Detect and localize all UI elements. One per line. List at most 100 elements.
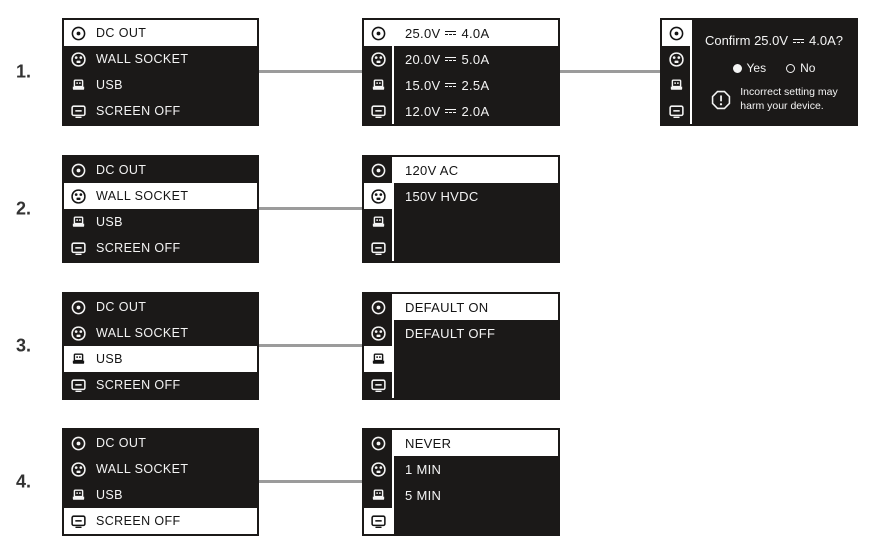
usb-icon bbox=[70, 487, 87, 504]
menu-item-screen-off[interactable]: SCREEN OFF bbox=[64, 235, 257, 261]
step-number: 4. bbox=[16, 471, 32, 492]
sidebar-tab-usb[interactable] bbox=[364, 209, 392, 235]
option-label: DEFAULT OFF bbox=[405, 325, 496, 341]
option-amp: 5.0A bbox=[461, 51, 490, 67]
menu-item-usb[interactable]: USB bbox=[64, 482, 257, 508]
sidebar-tab-usb[interactable] bbox=[364, 482, 392, 508]
radio-yes[interactable]: Yes bbox=[732, 61, 766, 75]
sidebar-tab-usb[interactable] bbox=[662, 72, 690, 98]
submenu-option[interactable]: 120V AC bbox=[394, 157, 558, 183]
dc-out-icon bbox=[70, 25, 87, 42]
submenu-option[interactable]: 5 MIN bbox=[394, 482, 558, 508]
sidebar-tab-screen-off[interactable] bbox=[364, 372, 392, 398]
submenu-option[interactable]: 15.0V 2.5A bbox=[394, 72, 558, 98]
usb-icon bbox=[370, 351, 387, 368]
screen-icon bbox=[70, 103, 87, 120]
menu-item-label: DC OUT bbox=[96, 163, 147, 177]
menu-item-label: DC OUT bbox=[96, 26, 147, 40]
usb-icon bbox=[70, 351, 87, 368]
sidebar-tab-screen-off[interactable] bbox=[364, 235, 392, 261]
sidebar-tab-dc-out[interactable] bbox=[364, 294, 392, 320]
sidebar-tab-wall-socket[interactable] bbox=[364, 46, 392, 72]
submenu-option[interactable]: 150V HVDC bbox=[394, 183, 558, 209]
menu-item-dc-out[interactable]: DC OUT bbox=[64, 294, 257, 320]
wall-socket-icon bbox=[70, 51, 87, 68]
submenu-option[interactable]: NEVER bbox=[394, 430, 558, 456]
sidebar-tab-dc-out[interactable] bbox=[364, 157, 392, 183]
menu-item-screen-off[interactable]: SCREEN OFF bbox=[64, 98, 257, 124]
usb-icon bbox=[370, 487, 387, 504]
icon-sidebar bbox=[662, 20, 690, 124]
option-amp: 2.5A bbox=[461, 77, 490, 93]
wall-socket-icon bbox=[370, 461, 387, 478]
dc-symbol-icon bbox=[445, 83, 457, 87]
screen-icon bbox=[70, 240, 87, 257]
confirm-title: Confirm 25.0V 4.0A? bbox=[705, 33, 843, 48]
menu-item-usb[interactable]: USB bbox=[64, 209, 257, 235]
sidebar-tab-wall-socket[interactable] bbox=[662, 46, 690, 72]
screen-icon bbox=[370, 377, 387, 394]
menu-item-label: SCREEN OFF bbox=[96, 378, 181, 392]
menu-item-label: SCREEN OFF bbox=[96, 514, 181, 528]
option-label: NEVER bbox=[405, 435, 452, 451]
menu-item-wall-socket[interactable]: WALL SOCKET bbox=[64, 320, 257, 346]
sidebar-tab-wall-socket[interactable] bbox=[364, 320, 392, 346]
wall-socket-icon bbox=[70, 461, 87, 478]
option-amp: 4.0A bbox=[461, 25, 490, 41]
icon-sidebar bbox=[364, 20, 392, 124]
sidebar-tab-screen-off[interactable] bbox=[662, 98, 690, 124]
menu-item-label: SCREEN OFF bbox=[96, 104, 181, 118]
submenu-option[interactable]: DEFAULT ON bbox=[394, 294, 558, 320]
sidebar-tab-dc-out[interactable] bbox=[662, 20, 690, 46]
connector-line bbox=[259, 70, 362, 73]
submenu-screen: 120V AC 150V HVDC bbox=[362, 155, 560, 263]
menu-item-dc-out[interactable]: DC OUT bbox=[64, 157, 257, 183]
sidebar-tab-dc-out[interactable] bbox=[364, 20, 392, 46]
sidebar-tab-wall-socket[interactable] bbox=[364, 183, 392, 209]
option-amp: 2.0A bbox=[461, 103, 490, 119]
wall-socket-icon bbox=[70, 188, 87, 205]
sidebar-tab-usb[interactable] bbox=[364, 72, 392, 98]
menu-item-wall-socket[interactable]: WALL SOCKET bbox=[64, 183, 257, 209]
submenu-option[interactable]: 1 MIN bbox=[394, 456, 558, 482]
connector-line bbox=[560, 70, 660, 73]
options-list: 25.0V 4.0A 20.0V 5.0A 15.0V 2.5A 12.0V bbox=[394, 20, 558, 124]
step-2: 2. DC OUT WALL SOCKET USB SCREEN OFF bbox=[0, 155, 872, 263]
option-volt: 12.0V bbox=[405, 103, 441, 119]
option-volt: 20.0V bbox=[405, 51, 441, 67]
sidebar-tab-dc-out[interactable] bbox=[364, 430, 392, 456]
usb-icon bbox=[70, 77, 87, 94]
sidebar-tab-screen-off[interactable] bbox=[364, 98, 392, 124]
menu-item-screen-off[interactable]: SCREEN OFF bbox=[64, 508, 257, 534]
sidebar-tab-screen-off[interactable] bbox=[364, 508, 392, 534]
menu-item-dc-out[interactable]: DC OUT bbox=[64, 20, 257, 46]
menu-item-wall-socket[interactable]: WALL SOCKET bbox=[64, 456, 257, 482]
dc-out-icon bbox=[370, 299, 387, 316]
warning-icon bbox=[710, 89, 732, 111]
option-label: 5 MIN bbox=[405, 487, 442, 503]
menu-item-usb[interactable]: USB bbox=[64, 72, 257, 98]
warning-line2: harm your device. bbox=[740, 99, 824, 112]
step-1: 1. DC OUT WALL SOCKET USB SCREEN OFF bbox=[0, 18, 872, 126]
menu-item-usb[interactable]: USB bbox=[64, 346, 257, 372]
submenu-option[interactable]: 12.0V 2.0A bbox=[394, 98, 558, 124]
radio-no[interactable]: No bbox=[786, 61, 815, 75]
sidebar-tab-wall-socket[interactable] bbox=[364, 456, 392, 482]
menu-item-wall-socket[interactable]: WALL SOCKET bbox=[64, 46, 257, 72]
step-4: 4. DC OUT WALL SOCKET USB SCREEN OFF bbox=[0, 428, 872, 536]
sidebar-tab-usb[interactable] bbox=[364, 346, 392, 372]
screen-icon bbox=[370, 513, 387, 530]
submenu-screen: 25.0V 4.0A 20.0V 5.0A 15.0V 2.5A 12.0V bbox=[362, 18, 560, 126]
options-list: 120V AC 150V HVDC bbox=[394, 157, 558, 261]
menu-item-screen-off[interactable]: SCREEN OFF bbox=[64, 372, 257, 398]
menu-item-dc-out[interactable]: DC OUT bbox=[64, 430, 257, 456]
submenu-option[interactable]: 20.0V 5.0A bbox=[394, 46, 558, 72]
option-label: 150V HVDC bbox=[405, 188, 479, 204]
connector-line bbox=[259, 207, 362, 210]
submenu-option[interactable]: 25.0V 4.0A bbox=[394, 20, 558, 46]
wall-socket-icon bbox=[370, 188, 387, 205]
dc-out-icon bbox=[70, 435, 87, 452]
submenu-option[interactable]: DEFAULT OFF bbox=[394, 320, 558, 346]
radio-no-label: No bbox=[800, 61, 816, 75]
